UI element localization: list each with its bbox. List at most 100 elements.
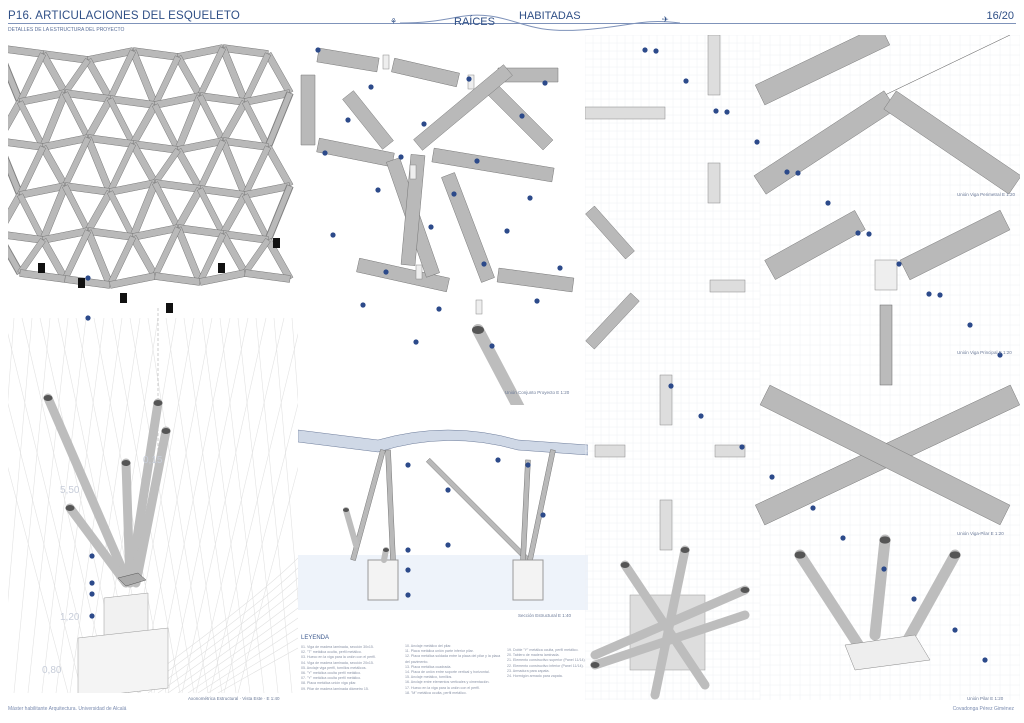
legend-item: 23. Armadura para zapata. (507, 668, 550, 673)
beam-end (38, 263, 45, 273)
beam (244, 89, 291, 106)
footing (367, 559, 399, 601)
metal-connector (874, 259, 898, 291)
background-grid (255, 317, 293, 693)
column-top (65, 505, 75, 511)
beam-column-caption: Unión Viga-Pilar E 1:20 (957, 531, 1004, 536)
callout-marker (481, 261, 487, 267)
column-top (680, 547, 690, 553)
callout-marker (375, 187, 381, 193)
callout-marker (89, 553, 95, 559)
background-grid (291, 317, 298, 403)
ground (298, 555, 588, 610)
background-grid (219, 317, 265, 693)
footing (512, 559, 544, 601)
beam (219, 139, 249, 197)
background-grid (273, 317, 298, 603)
callout-marker (866, 231, 872, 237)
callout-marker (724, 109, 730, 115)
callout-marker (436, 306, 442, 312)
callout-marker (713, 108, 719, 114)
column-top (794, 551, 806, 559)
beam (264, 51, 294, 96)
column (125, 398, 163, 588)
callout-marker (519, 113, 525, 119)
metal-connector (382, 54, 390, 70)
column (472, 324, 525, 405)
plan-beam (659, 499, 673, 551)
background-grid (21, 317, 111, 693)
background-grid (209, 333, 298, 693)
svg-text:✈: ✈ (662, 15, 669, 24)
beam (385, 449, 396, 561)
callout-marker (754, 139, 760, 145)
footer-author: Covadonga Pérez Giménez (952, 706, 1014, 712)
callout-marker (398, 154, 404, 160)
plan-beam (714, 444, 746, 458)
callout-marker (527, 195, 533, 201)
callout-marker (405, 547, 411, 553)
perimeter-beam-caption: Unión Viga Perimetral E 1:20 (957, 192, 1015, 197)
beam (222, 44, 269, 58)
logo-word-raices: RAÍCES (454, 16, 495, 28)
column-top (740, 587, 750, 593)
svg-text:⚘: ⚘ (390, 17, 397, 26)
beam (754, 35, 891, 106)
callout-marker (825, 200, 831, 206)
legend-item: 06. "Y" metálica oculta perfil metálico. (301, 671, 362, 676)
background-grid (129, 317, 195, 693)
beam (219, 46, 249, 104)
plan-beam (659, 374, 673, 426)
plan-beam (585, 106, 666, 120)
callout-marker (557, 265, 563, 271)
legend-title: LEYENDA (301, 635, 330, 641)
background-grid (223, 402, 298, 693)
beam (585, 205, 635, 260)
logo-word-habitadas: HABITADAS (519, 10, 581, 22)
beam (222, 230, 269, 244)
callout-marker (668, 383, 674, 389)
callout-marker (89, 613, 95, 619)
callout-marker (89, 580, 95, 586)
structural-section-drawing (298, 429, 588, 610)
background-arc (207, 637, 298, 693)
background-grid (27, 317, 69, 693)
beam (244, 269, 291, 283)
footer-institution: Máster habilitante Arquitectura. Univers… (8, 706, 127, 712)
callout-marker (405, 567, 411, 573)
beam (242, 237, 271, 276)
column-plate (117, 572, 147, 587)
background-grid (8, 333, 97, 693)
background-grid (41, 317, 87, 693)
column-top (343, 508, 349, 512)
column (343, 507, 359, 548)
callout-marker (840, 535, 846, 541)
callout-marker (85, 315, 91, 321)
beam (431, 147, 555, 183)
beam (425, 457, 531, 563)
background-grid (167, 317, 249, 693)
beam (62, 57, 91, 96)
beam (177, 137, 224, 154)
beam (520, 459, 531, 561)
metal-connector (475, 299, 483, 315)
background-arc (197, 627, 298, 693)
beam (199, 269, 246, 286)
callout-marker (784, 169, 790, 175)
beam (154, 92, 201, 109)
beam (753, 90, 897, 195)
section-caption: Sección Estructural E 1:40 (518, 613, 572, 618)
legend-item: 14. Placa de unión entre soporte vertica… (405, 670, 490, 675)
beam (391, 57, 460, 88)
column (131, 426, 171, 588)
beam (152, 147, 181, 186)
column (869, 534, 891, 641)
legend-item: 19. Doble "Y" metálica oculta, perfil me… (507, 648, 579, 652)
plan-beam (707, 35, 721, 96)
callout-marker (926, 291, 932, 297)
beam (400, 154, 426, 266)
callout-marker (489, 343, 495, 349)
callout-marker (405, 592, 411, 598)
beam (527, 449, 556, 561)
beam (350, 449, 386, 561)
